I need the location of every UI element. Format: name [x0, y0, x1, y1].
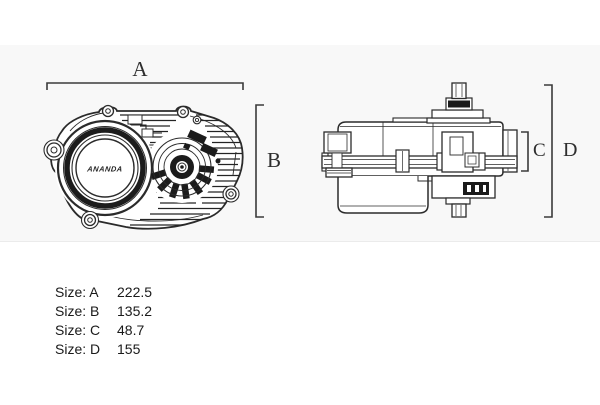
size-label-d: Size: D [55, 340, 101, 357]
motor-logo: ANANDA [86, 165, 123, 174]
dim-b-label: B [267, 148, 281, 172]
dim-b-bracket [255, 104, 264, 218]
motor-side-view: ANANDA [43, 104, 244, 230]
dimensions [46, 82, 553, 218]
diagram-panel: ANANDA [0, 45, 600, 242]
size-label-a: Size: A [55, 283, 99, 300]
boss-top-right [176, 105, 202, 125]
size-row-c: Size: C 48.7 [55, 320, 152, 339]
dim-c-label: C [533, 140, 546, 161]
boss-right [222, 185, 240, 203]
size-label-c: Size: C [55, 321, 101, 338]
size-value-d: 155 [117, 340, 141, 357]
size-row-d: Size: D 155 [55, 339, 152, 358]
motor-dimension-diagram: ANANDA [43, 57, 577, 230]
hub-stack [436, 131, 486, 173]
size-row-b: Size: B 135.2 [55, 301, 152, 320]
crank-spindle-top [392, 82, 491, 124]
boss-left [43, 139, 65, 161]
dim-d-bracket [544, 84, 553, 218]
size-value-c: 48.7 [117, 321, 145, 338]
cable-connectors [183, 129, 221, 164]
dimension-labels: A B C D [132, 57, 577, 172]
motor-front-view [321, 82, 518, 218]
component-blocks [127, 114, 154, 138]
motor-cover-rings [56, 119, 154, 217]
boss-bottom-left [80, 210, 100, 230]
gear-hub [152, 137, 212, 197]
motor-can [337, 176, 432, 214]
bottom-assembly [431, 175, 496, 218]
dim-d-label: D [563, 139, 577, 161]
size-value-a: 222.5 [117, 283, 153, 300]
mounting-bosses [43, 104, 240, 230]
bearing-block [395, 149, 410, 173]
dim-a-label: A [132, 57, 148, 81]
size-list: Size: A 222.5 Size: B 135.2 Size: C 48.7… [55, 282, 152, 358]
frame-clamp [323, 131, 353, 178]
size-label-b: Size: B [55, 302, 100, 319]
size-row-a: Size: A 222.5 [55, 282, 152, 301]
dim-a-bracket [46, 82, 244, 90]
dim-c-bracket [521, 131, 529, 172]
size-value-b: 135.2 [117, 302, 153, 319]
boss-top-left [101, 104, 115, 118]
